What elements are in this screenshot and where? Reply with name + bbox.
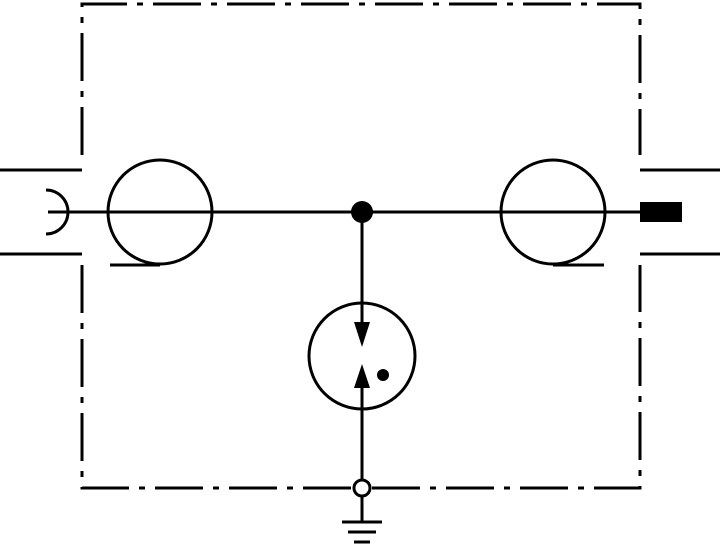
enclosure <box>80 2 642 490</box>
right-connector-icon <box>640 202 682 222</box>
enclosure-top <box>80 2 642 155</box>
right-inductor-icon <box>499 158 607 267</box>
left-inductor-icon <box>106 158 214 267</box>
ground-icon <box>342 496 382 544</box>
gas-discharge-tube-icon <box>307 301 417 411</box>
enclosure-bottom-right <box>372 265 642 490</box>
enclosure-bottom-left <box>80 265 352 490</box>
ground-terminal <box>352 478 372 498</box>
